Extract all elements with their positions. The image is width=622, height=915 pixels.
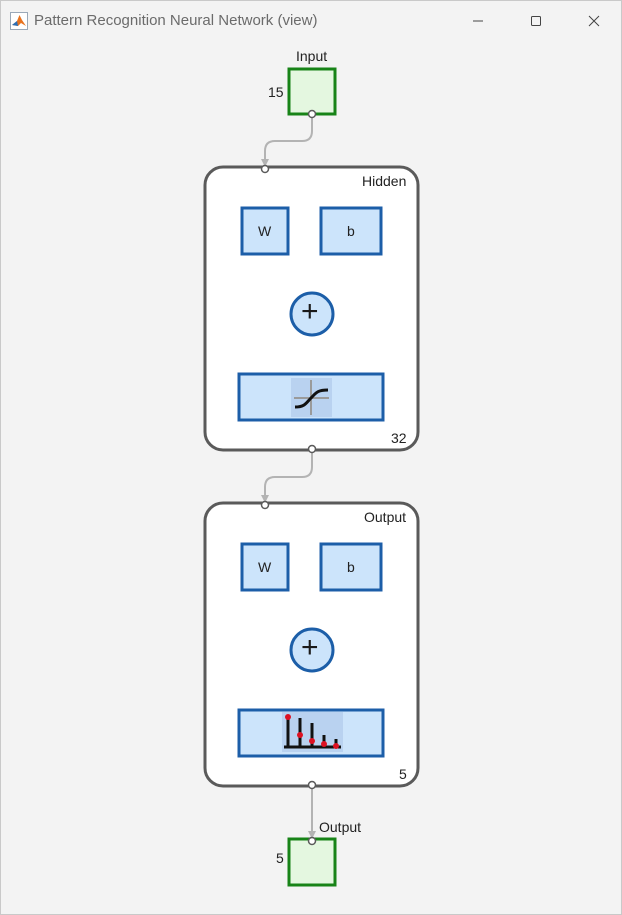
output-weight-block[interactable] bbox=[240, 542, 290, 592]
minimize-icon bbox=[473, 20, 483, 22]
hidden-weight-label: W bbox=[258, 223, 272, 239]
hidden-weight-block[interactable] bbox=[240, 206, 290, 256]
input-label: Input bbox=[296, 48, 328, 64]
hidden-bias-block[interactable] bbox=[319, 206, 383, 256]
hidden-layer-label: Hidden bbox=[362, 173, 407, 189]
hidden-sum-symbol: + bbox=[301, 295, 319, 328]
output-layer-size: 5 bbox=[399, 766, 407, 782]
input-block[interactable] bbox=[287, 67, 337, 116]
port-markers bbox=[260, 109, 317, 846]
minimize-button[interactable] bbox=[449, 1, 507, 41]
title-bar[interactable]: Pattern Recognition Neural Network (view… bbox=[1, 1, 621, 41]
output-block[interactable] bbox=[287, 837, 337, 887]
output-sum-symbol: + bbox=[301, 631, 319, 664]
maximize-icon bbox=[531, 16, 541, 26]
output-label: Output bbox=[319, 819, 362, 835]
hidden-bias-label: b bbox=[347, 223, 355, 239]
maximize-button[interactable] bbox=[507, 1, 565, 41]
output-bias-block[interactable] bbox=[319, 542, 383, 592]
hidden-sum-node[interactable] bbox=[289, 291, 335, 337]
arrowheads bbox=[261, 159, 316, 839]
hidden-layer-size: 32 bbox=[391, 430, 407, 446]
tansig-icon bbox=[291, 378, 332, 417]
softmax-icon bbox=[282, 712, 343, 752]
output-bias-label: b bbox=[347, 559, 355, 575]
close-button[interactable] bbox=[565, 1, 622, 41]
input-size: 15 bbox=[268, 84, 284, 100]
output-sum-node[interactable] bbox=[289, 627, 335, 673]
matlab-logo-icon bbox=[10, 12, 28, 30]
close-icon bbox=[588, 15, 600, 27]
window-title: Pattern Recognition Neural Network (view… bbox=[34, 12, 318, 29]
output-weight-label: W bbox=[258, 559, 272, 575]
output-layer-label: Output bbox=[364, 509, 407, 525]
network-diagram: Input 15 Hidden W b + 32 Output W b + 5 … bbox=[1, 41, 621, 914]
output-size: 5 bbox=[276, 850, 284, 866]
